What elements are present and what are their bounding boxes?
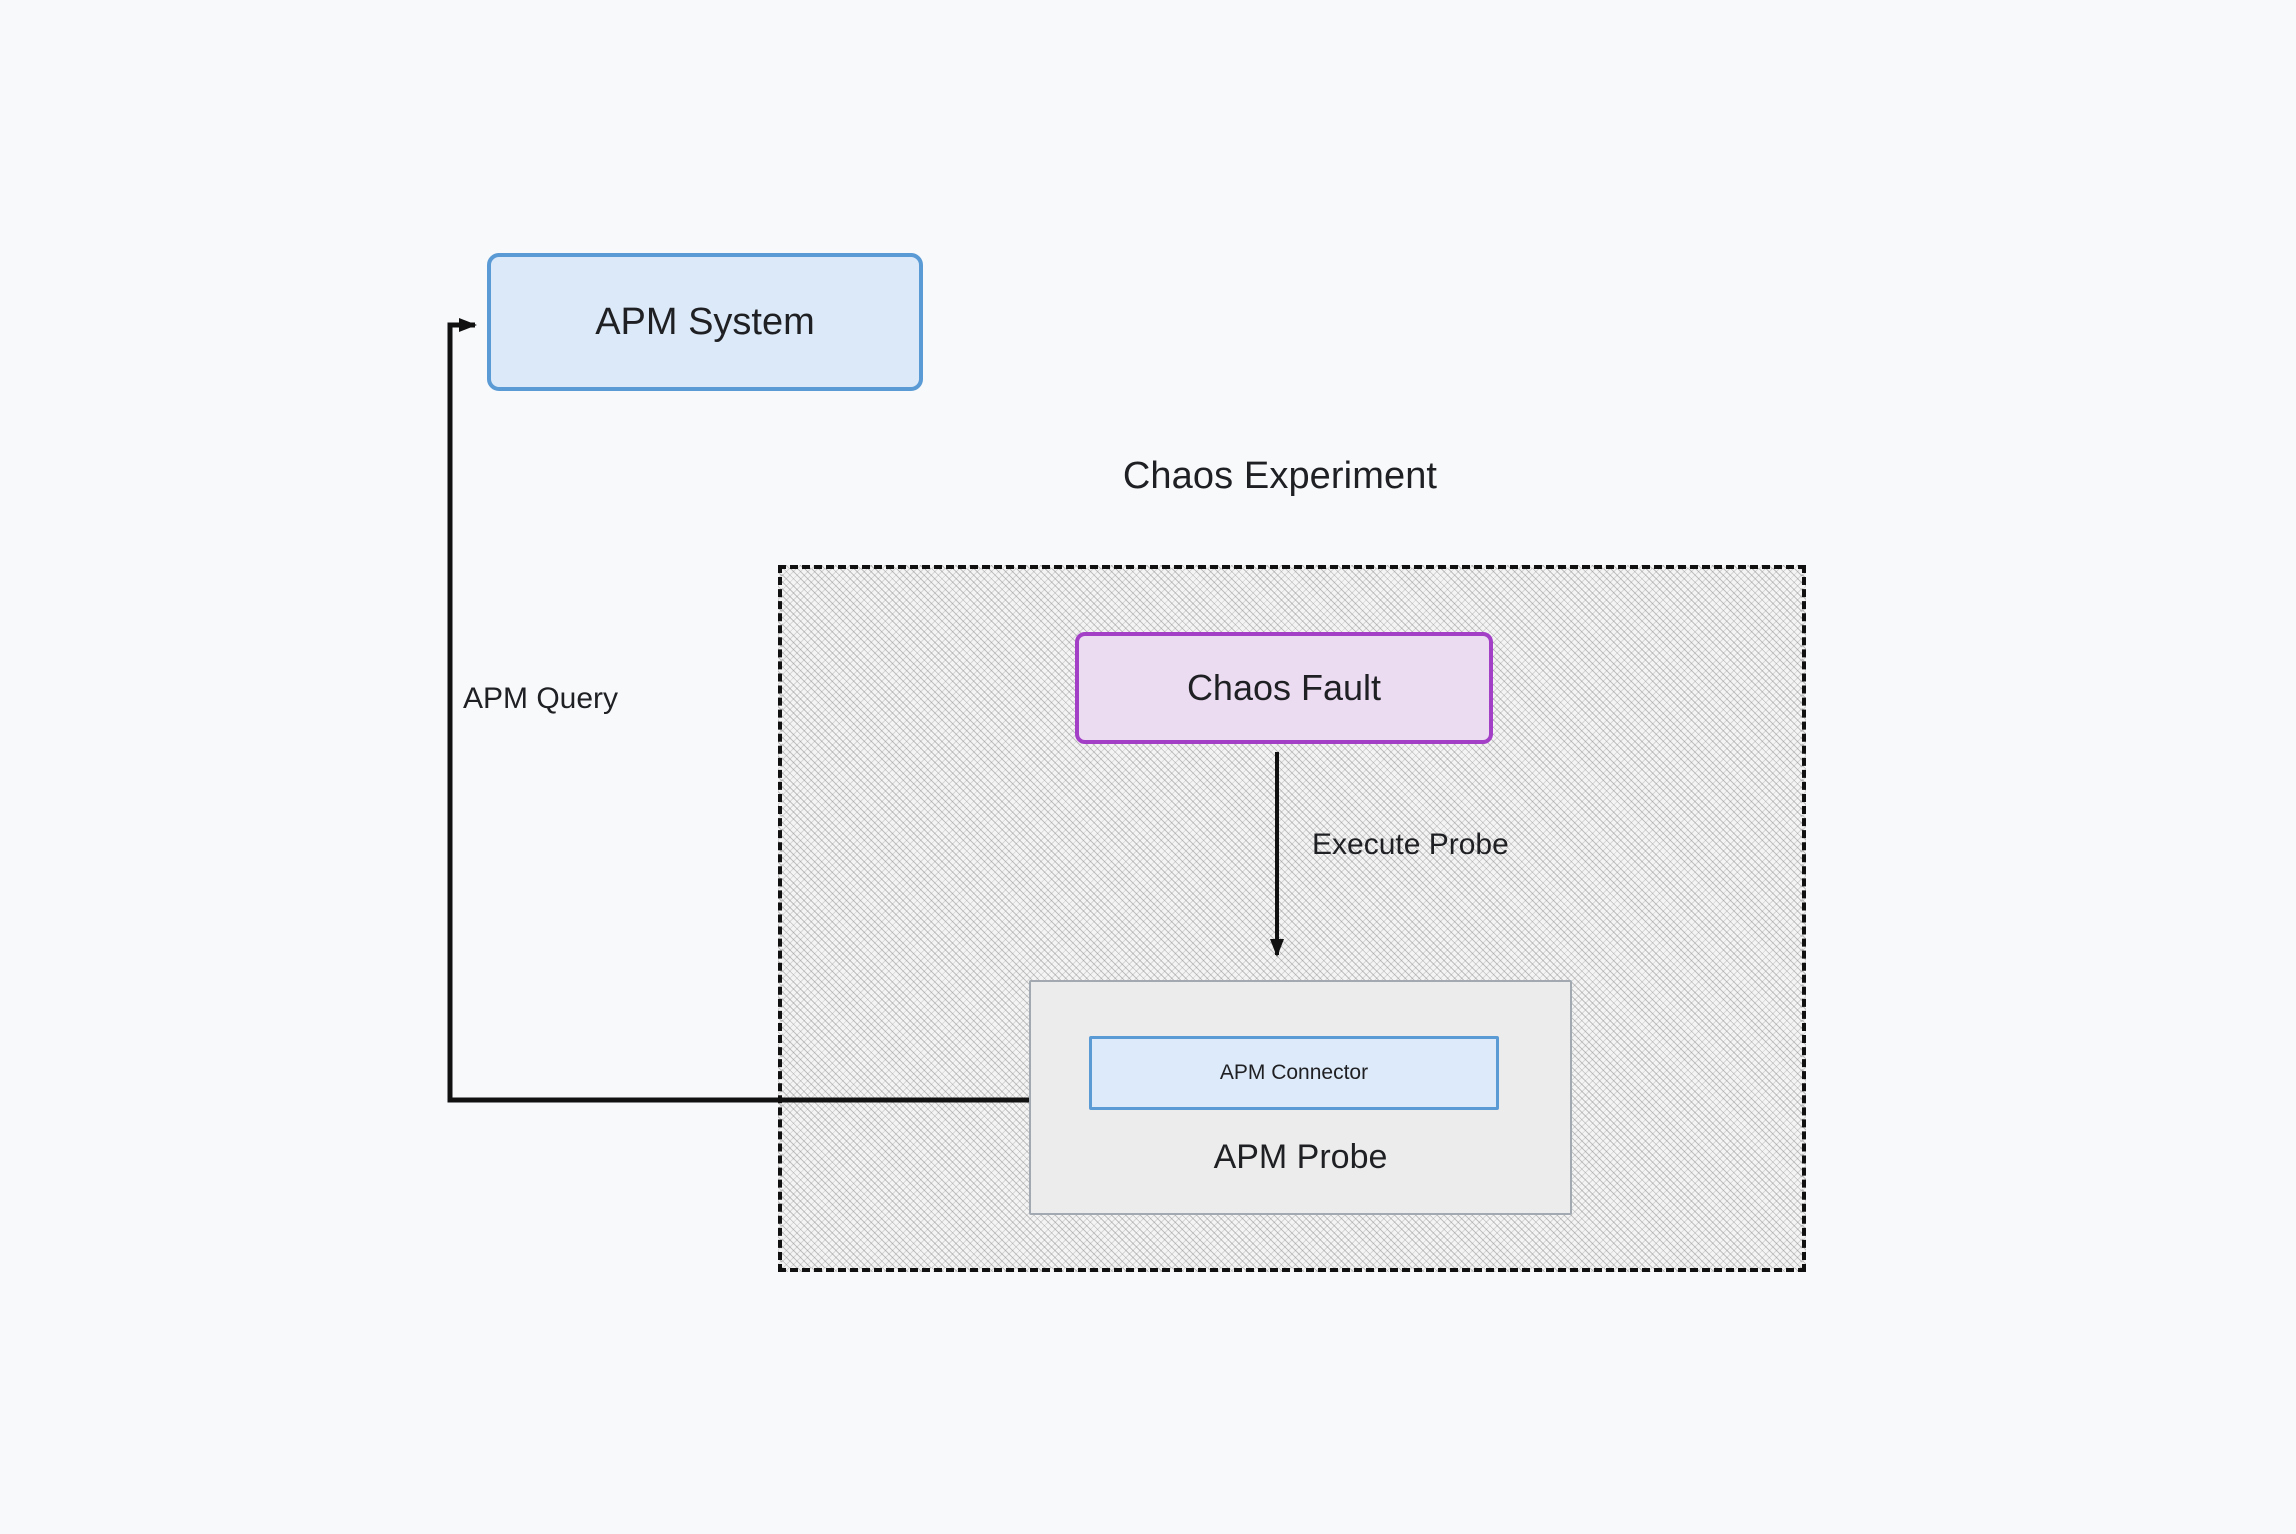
node-apm-connector[interactable]: APM Connector — [1089, 1036, 1499, 1110]
node-apm-connector-label: APM Connector — [1219, 1061, 1369, 1084]
node-chaos-fault[interactable]: Chaos Fault — [1075, 632, 1493, 744]
node-chaos-fault-label: Chaos Fault — [1186, 667, 1382, 708]
node-apm-system[interactable]: APM System — [487, 253, 923, 391]
edge-label-execute-probe: Execute Probe — [1312, 828, 1509, 861]
chaos-experiment-title: Chaos Experiment — [1122, 455, 1438, 497]
node-apm-system-label: APM System — [595, 300, 815, 343]
node-apm-probe-label: APM Probe — [1213, 1138, 1388, 1176]
node-apm-probe[interactable]: APM Connector APM Probe — [1029, 980, 1572, 1215]
edge-label-apm-query: APM Query — [463, 682, 619, 715]
